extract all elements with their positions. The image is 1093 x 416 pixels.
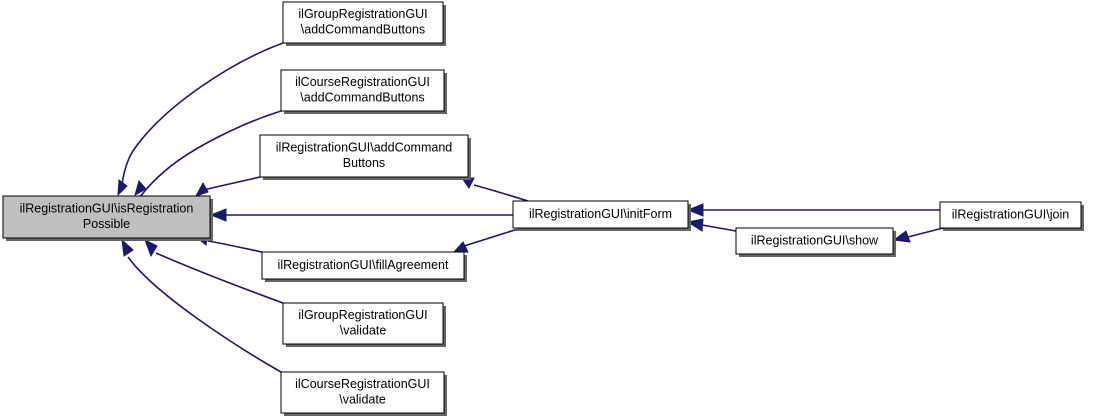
edge-group-add-to-possible-arrowhead-icon — [117, 179, 128, 197]
edge-init-form-to-fill-agreement-arrowhead-icon — [452, 241, 469, 253]
node-label-line1: ilRegistrationGUI\initForm — [529, 207, 672, 221]
node-label-line2: \validate — [340, 324, 387, 338]
node-rect[interactable] — [282, 1, 444, 44]
edge-init-form-to-registration-add-line — [473, 184, 529, 202]
node-join[interactable]: ilRegistrationGUI\join — [939, 201, 1084, 231]
node-label-line1: ilRegistrationGUI\fillAgreement — [278, 258, 449, 272]
edge-fill-agreement-to-possible-line — [207, 240, 263, 253]
edge-init-form-to-possible — [209, 208, 513, 222]
node-label-line1: ilCourseRegistrationGUI — [295, 75, 430, 89]
edge-group-add-to-possible — [117, 42, 284, 197]
node-course-add-command-buttons[interactable]: ilCourseRegistrationGUI \addCommandButton… — [280, 69, 447, 114]
node-fill-agreement[interactable]: ilRegistrationGUI\fillAgreement — [261, 251, 467, 282]
edge-group-add-to-possible-line — [121, 42, 284, 185]
node-label-line1: ilRegistrationGUI\isRegistration — [20, 202, 194, 216]
edge-join-to-show-arrowhead-icon — [892, 230, 911, 243]
node-group-validate[interactable]: ilGroupRegistrationGUI \validate — [282, 302, 446, 347]
edge-course-add-to-possible-line — [139, 110, 282, 198]
node-rect[interactable] — [939, 201, 1082, 229]
edge-course-validate-to-possible-line — [127, 256, 282, 373]
node-label-line2: \addCommandButtons — [300, 91, 424, 105]
edge-registration-add-to-possible-line — [202, 176, 261, 191]
edge-join-to-init-form — [686, 203, 940, 217]
node-label-line1: ilGroupRegistrationGUI — [298, 308, 427, 322]
node-label-line1: ilGroupRegistrationGUI — [298, 7, 427, 21]
edge-registration-add-to-possible — [194, 176, 261, 197]
edge-group-validate-to-possible-line — [155, 252, 284, 304]
node-label-line2: \addCommandButtons — [301, 23, 425, 37]
edge-init-form-to-fill-agreement — [452, 227, 522, 253]
edge-show-to-init-form-arrowhead-icon — [686, 218, 704, 232]
node-label-line2: Possible — [83, 217, 130, 231]
edge-join-to-show-line — [907, 227, 944, 238]
node-rect[interactable] — [280, 69, 445, 112]
edge-course-add-to-possible-arrowhead-icon — [134, 179, 147, 197]
node-show[interactable]: ilRegistrationGUI\show — [735, 227, 896, 257]
node-label-line2: Buttons — [343, 156, 385, 170]
edge-join-to-init-form-arrowhead-icon — [686, 203, 704, 217]
edge-course-validate-to-possible — [121, 238, 282, 373]
node-label-line1: ilRegistrationGUI\show — [751, 233, 879, 247]
node-label-line2: \validate — [339, 393, 386, 407]
edge-init-form-to-possible-arrowhead-icon — [209, 208, 227, 222]
node-rect[interactable] — [259, 134, 469, 178]
node-label-line1: ilRegistrationGUI\join — [952, 207, 1069, 221]
edge-group-validate-to-possible — [144, 238, 284, 304]
edge-join-to-show — [892, 227, 944, 243]
node-rect[interactable] — [261, 251, 465, 280]
node-rect[interactable] — [735, 227, 894, 255]
node-label-line1: ilCourseRegistrationGUI — [295, 377, 430, 391]
node-rect[interactable] — [280, 371, 445, 414]
edge-init-form-to-fill-agreement-line — [463, 227, 522, 247]
edge-init-form-to-registration-add — [461, 177, 529, 202]
edge-group-validate-to-possible-arrowhead-icon — [144, 238, 158, 258]
edge-registration-add-to-possible-arrowhead-icon — [194, 181, 209, 197]
node-init-form[interactable]: ilRegistrationGUI\initForm — [512, 200, 691, 231]
node-registration-add-command-buttons[interactable]: ilRegistrationGUI\addCommandButtons — [259, 134, 471, 180]
node-course-validate[interactable]: ilCourseRegistrationGUI \validate — [280, 371, 447, 416]
node-label-line1: ilRegistrationGUI\addCommand — [276, 141, 453, 155]
node-rect[interactable] — [512, 200, 689, 229]
edge-show-to-init-form — [686, 218, 737, 232]
edge-show-to-init-form-line — [701, 224, 737, 232]
node-rect[interactable] — [2, 195, 211, 239]
node-group-add-command-buttons[interactable]: ilGroupRegistrationGUI \addCommandButtons — [282, 1, 446, 46]
node-rect[interactable] — [282, 302, 444, 345]
edge-course-validate-to-possible-arrowhead-icon — [121, 238, 134, 257]
edge-course-add-to-possible — [134, 110, 282, 198]
